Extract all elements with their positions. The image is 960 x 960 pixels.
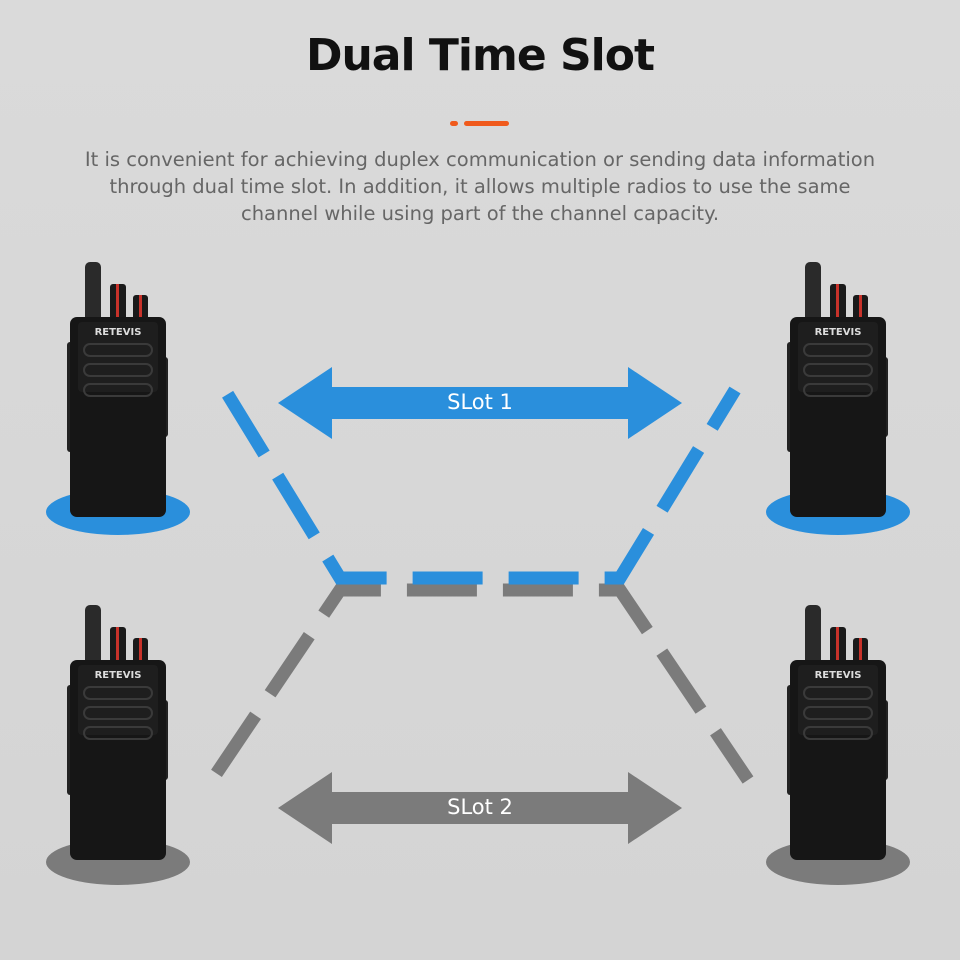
speaker-grille [83, 706, 153, 720]
page-title: Dual Time Slot [305, 30, 655, 81]
radio-bottom-left: RETEVIS [67, 605, 168, 860]
slot2-label: SLot 2 [447, 795, 513, 819]
speaker-grille [83, 383, 153, 397]
antenna [85, 262, 101, 322]
antenna [805, 605, 821, 665]
radio-top-left: RETEVIS [67, 262, 168, 517]
antenna [805, 262, 821, 322]
knob-stripe [116, 627, 119, 665]
speaker-grille [83, 363, 153, 377]
accent-dot [450, 121, 458, 126]
slot2-double-arrow [278, 772, 682, 844]
slot1-dashed-path [219, 386, 741, 585]
antenna [85, 605, 101, 665]
knob-stripe [139, 638, 142, 665]
knob-stripe [836, 284, 839, 322]
description: It is convenient for achieving duplex co… [84, 148, 876, 225]
slot1-double-arrow [278, 367, 682, 439]
speaker-grille [803, 726, 873, 740]
radio-logo: RETEVIS [95, 670, 142, 681]
speaker-grille [803, 706, 873, 720]
speaker-grille [83, 726, 153, 740]
knob-stripe [139, 295, 142, 322]
slot1-label: SLot 1 [447, 390, 513, 414]
knob-stripe [836, 627, 839, 665]
radio-logo: RETEVIS [815, 670, 862, 681]
radio-top-right: RETEVIS [787, 262, 888, 517]
speaker-grille [803, 363, 873, 377]
speaker-grille [803, 343, 873, 357]
radio-logo: RETEVIS [95, 327, 142, 338]
speaker-grille [83, 686, 153, 700]
speaker-grille [803, 686, 873, 700]
speaker-grille [83, 343, 153, 357]
radio-bottom-right: RETEVIS [787, 605, 888, 860]
knob-stripe [859, 638, 862, 665]
knob-stripe [116, 284, 119, 322]
radio-logo: RETEVIS [815, 327, 862, 338]
accent-line [464, 121, 509, 126]
knob-stripe [859, 295, 862, 322]
speaker-grille [803, 383, 873, 397]
slot2-dashed-path [206, 583, 754, 784]
